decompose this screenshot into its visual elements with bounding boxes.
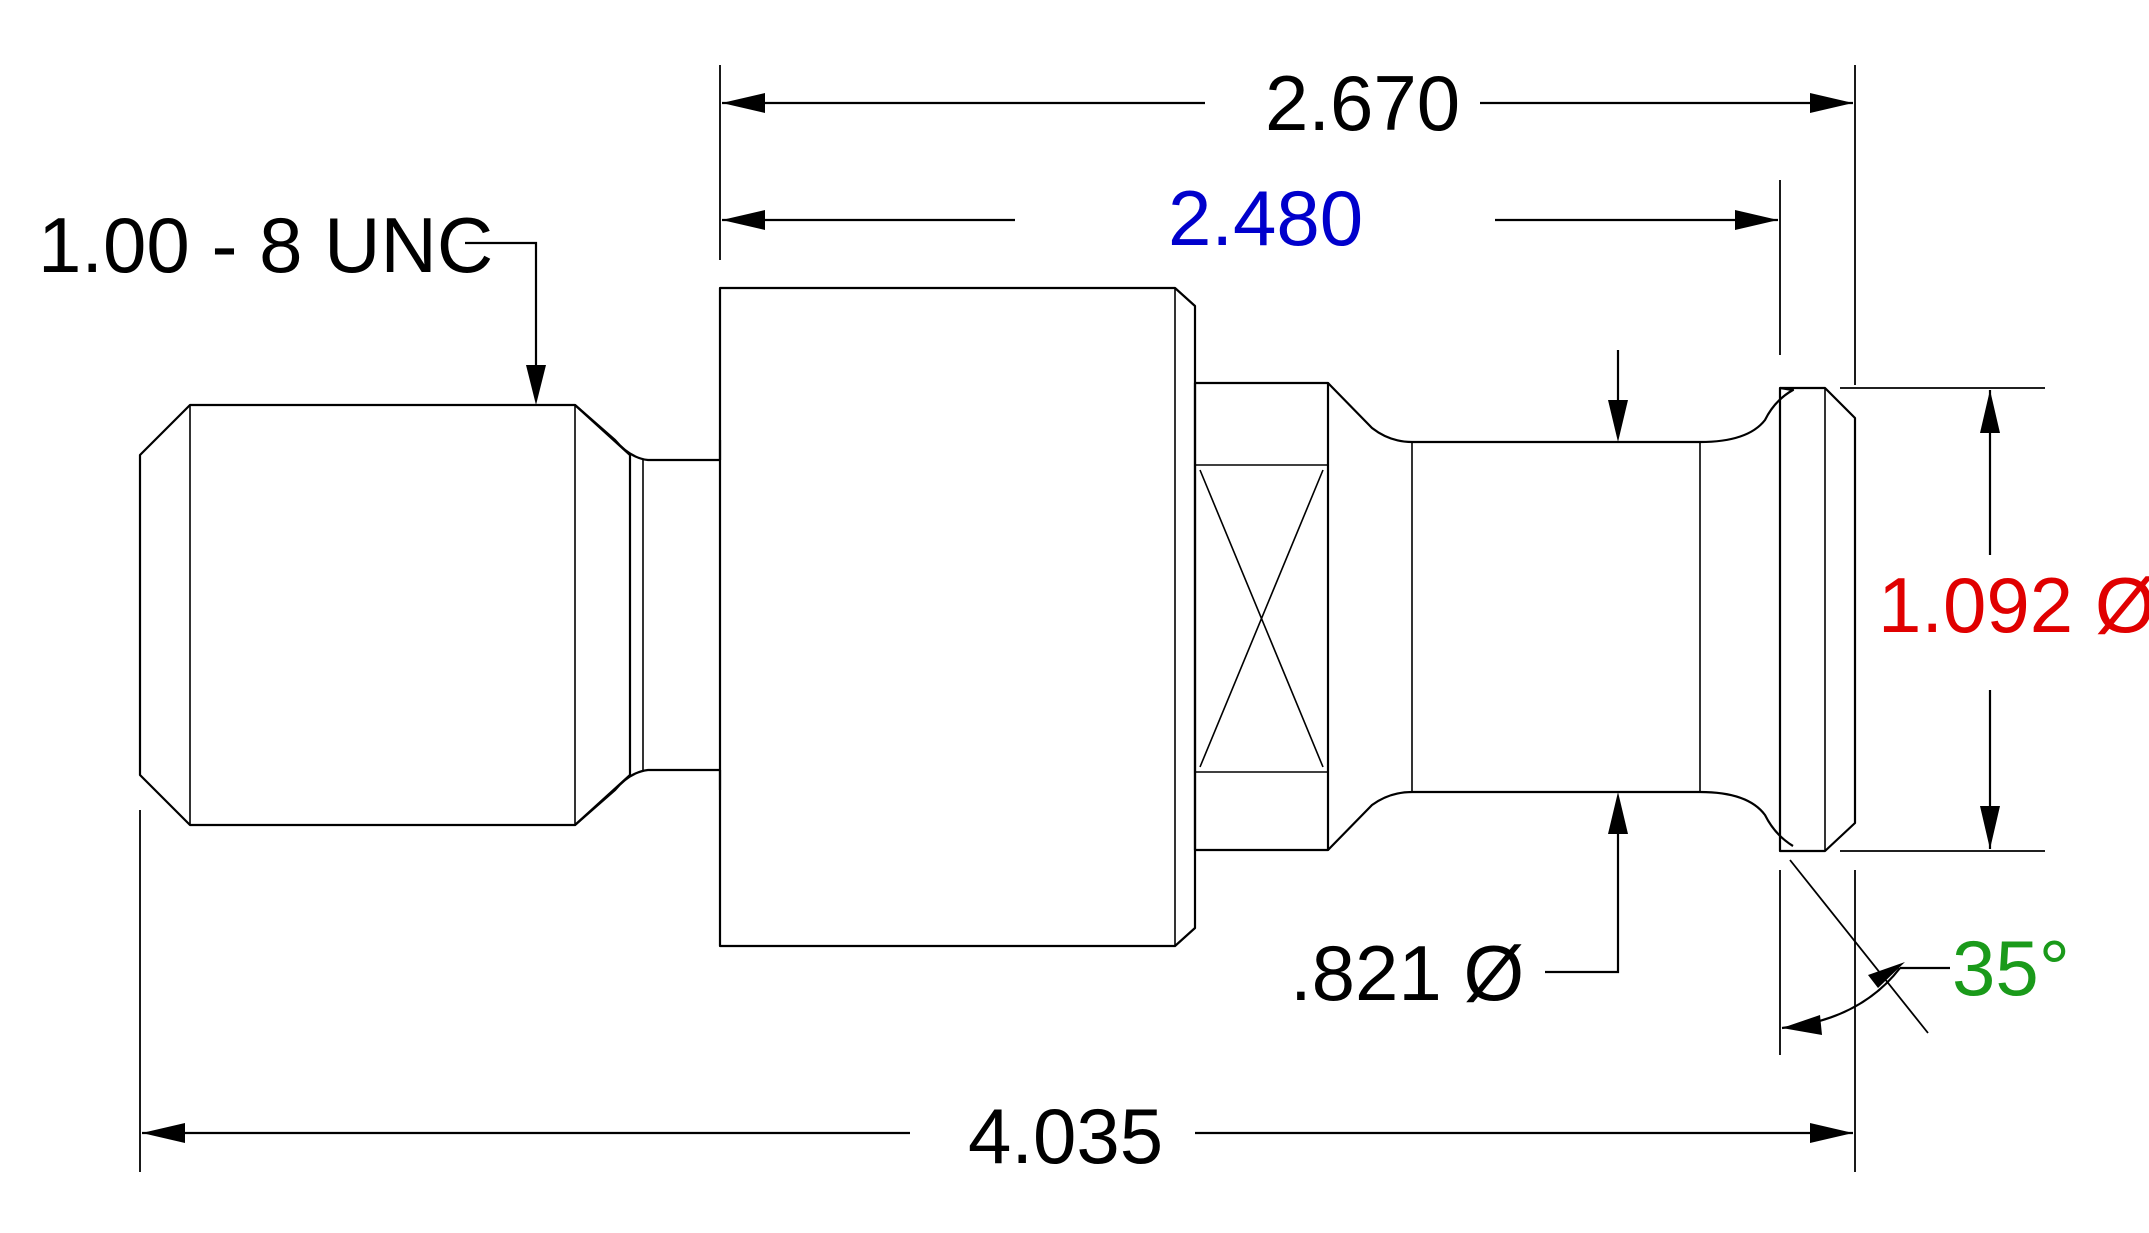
arrow-2670-left	[722, 93, 765, 113]
dim-label-35: 35°	[1952, 924, 2070, 1012]
arrow-4035-right	[1810, 1123, 1853, 1143]
arrow-2480-right	[1735, 210, 1778, 230]
dim-inner-length: 2.480	[722, 174, 1781, 355]
flat-diagonal-2	[1199, 469, 1324, 768]
arrow-angle-left	[1782, 1015, 1822, 1035]
part-outline	[138, 286, 1857, 948]
arrow-2670-right	[1810, 93, 1853, 113]
arrow-821-bottom	[1608, 792, 1628, 834]
dim-head-diameter: 1.092 Ø	[1840, 387, 2149, 852]
flange	[718, 286, 1197, 948]
dim-chamfer-angle: 35°	[1779, 859, 2070, 1055]
arrow-1092-top	[1980, 390, 2000, 433]
dim-label-821: .821 Ø	[1290, 929, 1524, 1017]
dim-label-2670: 2.670	[1265, 59, 1460, 147]
dim-line-821-bottom	[1545, 830, 1620, 974]
dim-label-4035: 4.035	[968, 1092, 1163, 1180]
thread-leader-line	[465, 241, 538, 370]
dim-upper-length: 2.670	[719, 59, 1856, 385]
thread-leader-arrow	[526, 365, 546, 405]
dim-label-2480: 2.480	[1168, 174, 1363, 262]
neck-taper	[1327, 382, 1795, 851]
arrow-821-top	[1608, 400, 1628, 442]
thread-callout: 1.00 - 8 UNC	[38, 201, 546, 405]
threaded-end	[138, 403, 632, 827]
head	[1778, 386, 1857, 853]
dim-label-1092: 1.092 Ø	[1878, 561, 2149, 649]
thread-relief-groove	[574, 404, 720, 826]
angle-ext-line-chamfer	[1789, 859, 1929, 1034]
thread-callout-label: 1.00 - 8 UNC	[38, 201, 493, 289]
dim-overall-length: 4.035	[139, 810, 1856, 1180]
dim-neck-diameter: .821 Ø	[1290, 350, 1628, 1017]
arrow-angle-right	[1868, 962, 1905, 988]
arrow-4035-left	[142, 1123, 185, 1143]
arrow-2480-left	[722, 210, 765, 230]
arrow-1092-bottom	[1980, 806, 2000, 849]
